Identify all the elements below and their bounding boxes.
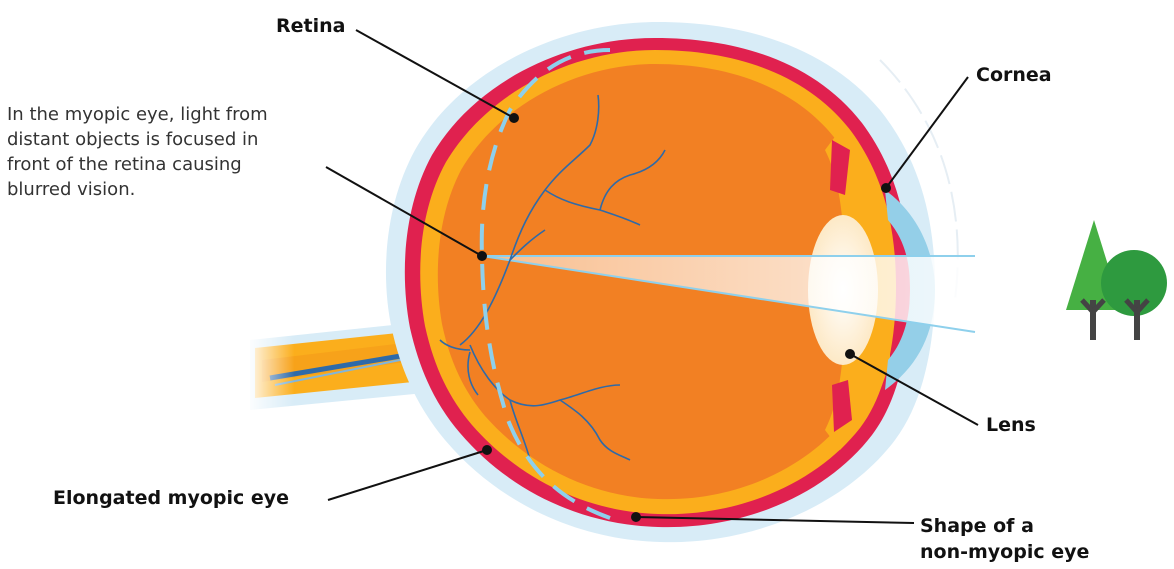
retina-dot bbox=[509, 113, 519, 123]
non-myopic-label-line2: non-myopic eye bbox=[920, 540, 1089, 565]
non-myopic-label-line1: Shape of a bbox=[920, 514, 1034, 539]
retina-label: Retina bbox=[276, 14, 345, 39]
cornea-label: Cornea bbox=[976, 63, 1052, 88]
cornea-dot bbox=[881, 183, 891, 193]
myopia-description: In the myopic eye, light from distant ob… bbox=[7, 102, 337, 202]
description-line: blurred vision. bbox=[7, 177, 337, 202]
lens-dot bbox=[845, 349, 855, 359]
lens-label: Lens bbox=[986, 413, 1036, 438]
elongated-myopic-eye-label: Elongated myopic eye bbox=[53, 486, 289, 511]
distant-trees-icon bbox=[1066, 220, 1167, 340]
elongated-dot bbox=[482, 445, 492, 455]
non-myopic-dot bbox=[631, 512, 641, 522]
focal-point-dot bbox=[477, 251, 487, 261]
description-line: front of the retina causing bbox=[7, 152, 337, 177]
description-line: distant objects is focused in bbox=[7, 127, 337, 152]
description-line: In the myopic eye, light from bbox=[7, 102, 337, 127]
